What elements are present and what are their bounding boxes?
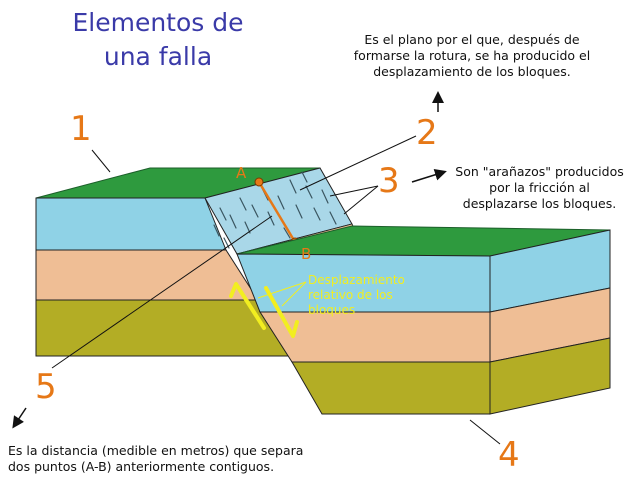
- title-line-1: Elementos de: [72, 8, 244, 37]
- arrow-down: [264, 286, 299, 338]
- left-block: [35, 167, 321, 357]
- leader-3a: [329, 185, 379, 197]
- title-line-2: una falla: [103, 42, 213, 71]
- label-number-1: 1: [70, 109, 92, 149]
- displacement-pointer-lines: [257, 281, 307, 307]
- arrow-to-scratches-note: [411, 168, 447, 183]
- label-number-2: 2: [416, 113, 438, 153]
- note-striations: Son "arañazos" producidos por la fricció…: [452, 164, 627, 212]
- note-plane-line-1: Es el plano por el que, después de: [364, 32, 580, 47]
- note-plane-line-3: desplazamiento de los bloques.: [373, 64, 571, 79]
- leader-lines: [51, 135, 501, 445]
- note-scratches-line-2: por la fricción al: [489, 180, 590, 195]
- note-fault-plane: Es el plano por el que, después de forma…: [322, 32, 622, 80]
- slip-line-ab: [257, 181, 297, 243]
- label-number-5: 5: [35, 367, 57, 407]
- leader-4: [469, 419, 501, 445]
- label-number-3: 3: [378, 161, 400, 201]
- leader-2: [299, 135, 417, 191]
- arrow-to-distance-note: [12, 407, 27, 429]
- leader-1: [91, 149, 111, 173]
- displacement-label-line-1: Desplazamiento: [308, 273, 405, 287]
- displacement-arrows: [229, 282, 299, 338]
- left-block-layer-sand: [35, 249, 259, 301]
- point-b-label: B: [301, 245, 312, 263]
- left-block-layer-blue: [35, 197, 227, 251]
- point-a-label: A: [236, 164, 247, 182]
- displacement-label-line-2: relativo de los: [308, 288, 393, 302]
- note-scratches-line-3: desplazarse los bloques.: [462, 196, 617, 211]
- page-title: Elementos de una falla: [58, 6, 258, 74]
- right-block-layer-olive: [291, 361, 491, 415]
- note-distance-line-2: dos puntos (A-B) anteriormente contiguos…: [8, 459, 275, 474]
- arrow-up: [229, 282, 266, 330]
- label-number-4: 4: [498, 435, 520, 475]
- point-a-marker: [254, 177, 264, 187]
- leader-5: [51, 215, 273, 369]
- right-block-side-olive: [489, 337, 611, 415]
- displacement-label-line-3: bloques: [308, 303, 356, 317]
- note-displacement-distance: Es la distancia (medible en metros) que …: [8, 443, 368, 475]
- note-scratches-line-1: Son "arañazos" producidos: [455, 164, 624, 179]
- note-distance-line-1: Es la distancia (medible en metros) que …: [8, 443, 304, 458]
- leader-3b: [343, 185, 379, 215]
- note-plane-line-2: formarse la rotura, se ha producido el: [353, 48, 591, 63]
- right-block: [236, 225, 611, 415]
- displacement-label: Desplazamiento relativo de los bloques: [308, 273, 418, 318]
- note-arrows: [12, 91, 447, 429]
